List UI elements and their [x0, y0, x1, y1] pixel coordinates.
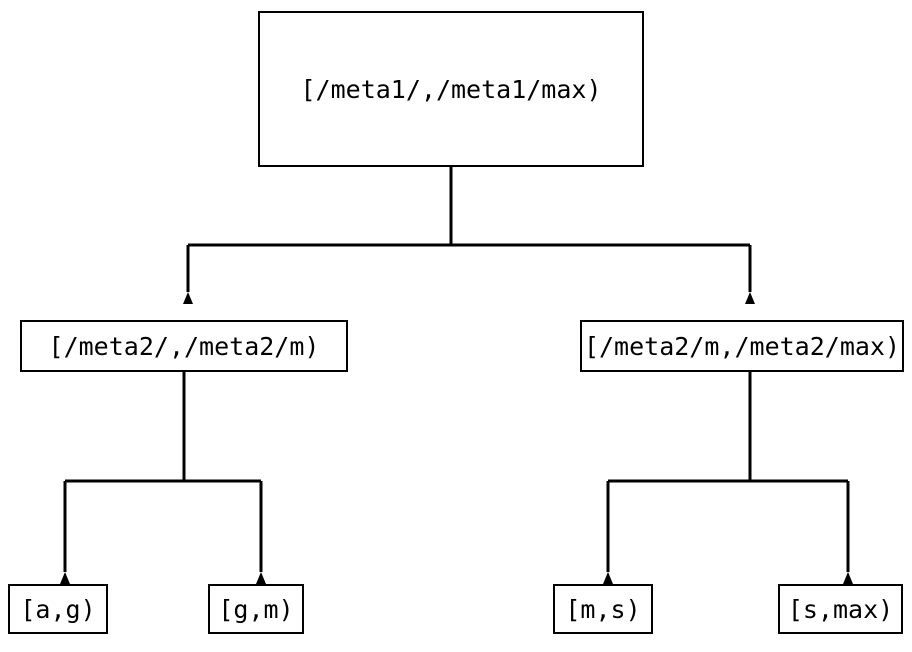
tree-node-root[interactable]: [/meta1/,/meta1/max) — [258, 11, 644, 167]
tree-node-mid-left-label: [/meta2/,/meta2/m) — [48, 331, 320, 361]
tree-node-leaf-4[interactable]: [s,max) — [778, 584, 903, 634]
tree-node-leaf-3[interactable]: [m,s) — [553, 584, 653, 634]
tree-node-leaf-4-label: [s,max) — [787, 594, 894, 624]
tree-node-leaf-2[interactable]: [g,m) — [208, 584, 304, 634]
tree-node-leaf-2-label: [g,m) — [218, 594, 294, 624]
tree-node-leaf-3-label: [m,s) — [565, 594, 641, 624]
edge-midleft-to-leaves — [60, 372, 266, 584]
tree-node-leaf-1-label: [a,g) — [20, 594, 96, 624]
edge-midright-to-leaves — [603, 372, 853, 584]
tree-node-mid-left[interactable]: [/meta2/,/meta2/m) — [20, 320, 348, 372]
tree-node-leaf-1[interactable]: [a,g) — [8, 584, 108, 634]
edge-root-to-mid — [183, 167, 755, 304]
tree-node-root-label: [/meta1/,/meta1/max) — [300, 74, 602, 104]
tree-node-mid-right[interactable]: [/meta2/m,/meta2/max) — [580, 320, 904, 372]
tree-node-mid-right-label: [/meta2/m,/meta2/max) — [583, 331, 901, 361]
